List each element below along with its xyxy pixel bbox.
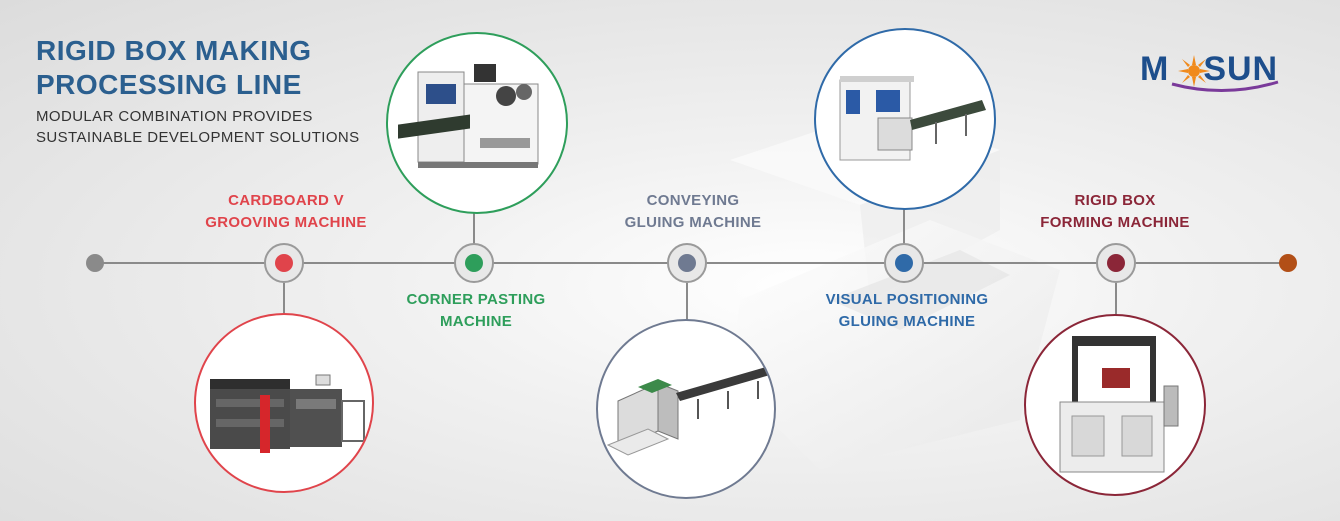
step-2-stem xyxy=(473,212,475,244)
page-subtitle: MODULAR COMBINATION PROVIDES SUSTAINABLE… xyxy=(36,106,360,148)
timeline-start-dot xyxy=(86,254,104,272)
step-4-node xyxy=(884,243,924,283)
step-5-node xyxy=(1096,243,1136,283)
step-2-node xyxy=(454,243,494,283)
step-1-stem xyxy=(283,283,285,313)
step-1-node xyxy=(264,243,304,283)
step-4-stem xyxy=(903,208,905,244)
visual-positioning-gluing-machine-photo xyxy=(814,28,996,210)
page-title: RIGID BOX MAKING PROCESSING LINE xyxy=(36,34,312,102)
rigid-box-forming-machine-photo xyxy=(1024,314,1206,496)
title-line-2: PROCESSING LINE xyxy=(36,69,302,100)
step-3-node xyxy=(667,243,707,283)
conveying-gluing-machine-photo xyxy=(596,319,776,499)
sun-icon xyxy=(1178,55,1210,87)
v-grooving-machine-photo xyxy=(194,313,374,493)
logo-swoosh-icon xyxy=(1171,80,1279,93)
corner-pasting-machine-photo xyxy=(386,32,568,214)
timeline-end-dot xyxy=(1279,254,1297,272)
step-3-stem xyxy=(686,283,688,321)
title-line-1: RIGID BOX MAKING xyxy=(36,35,312,66)
step-5-stem xyxy=(1115,283,1117,317)
subtitle-line-1: MODULAR COMBINATION PROVIDES xyxy=(36,108,313,125)
subtitle-line-2: SUSTAINABLE DEVELOPMENT SOLUTIONS xyxy=(36,129,360,146)
